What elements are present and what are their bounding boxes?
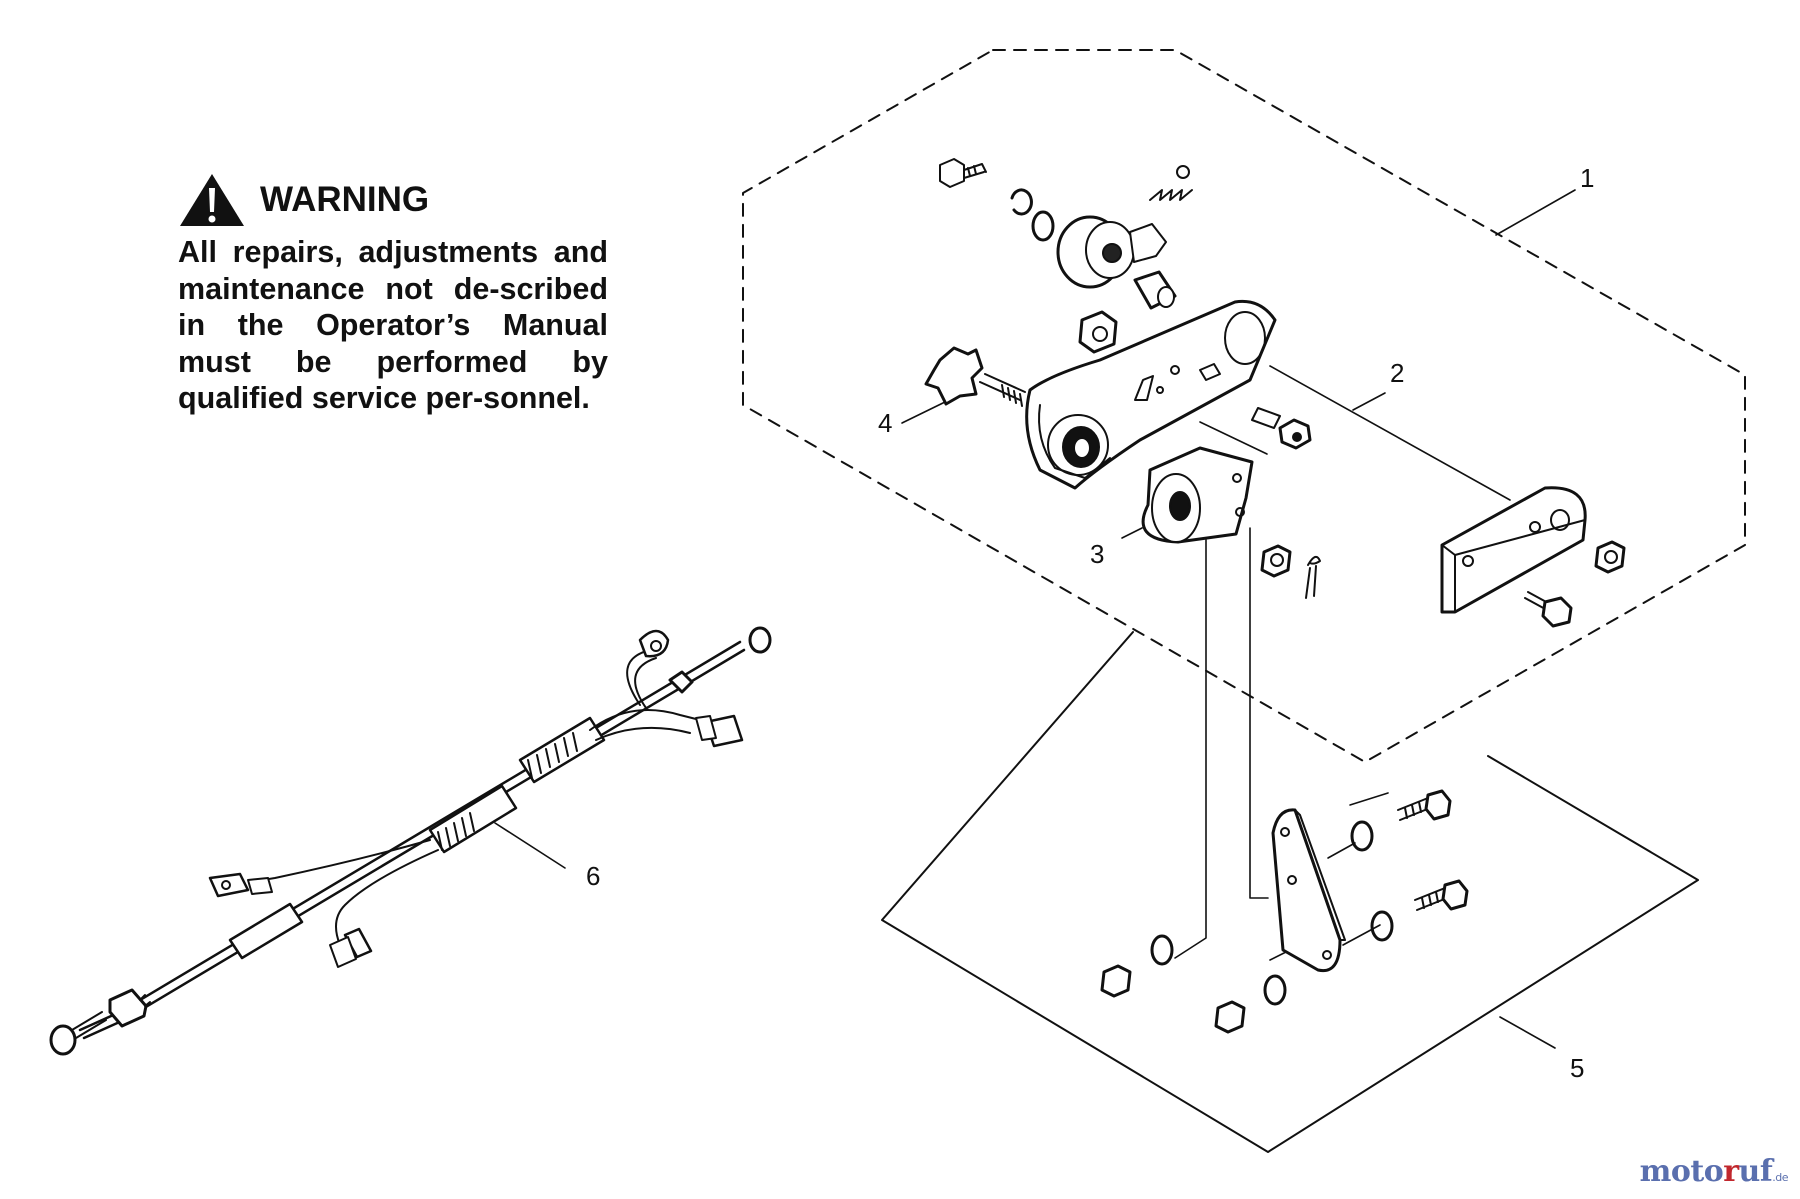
motoruf-watermark: motoruf.de [1639, 1154, 1789, 1189]
kit-boundary-dashed [742, 49, 1746, 763]
nut-top [1078, 310, 1118, 354]
warning-title: WARNING [260, 180, 430, 219]
bolt-top [939, 158, 987, 188]
leader-lines [494, 189, 1576, 1049]
callout-3: 3 [1090, 539, 1104, 569]
callout-6: 6 [586, 861, 600, 891]
screw-knob [1251, 407, 1312, 450]
washer-top [1031, 210, 1055, 242]
ball [1176, 165, 1190, 179]
nut-lower [1260, 544, 1292, 578]
nut-side [1594, 540, 1626, 574]
handle-bracket [1025, 299, 1277, 490]
cotter-pin [1305, 555, 1321, 599]
wiring-harness [49, 626, 772, 1056]
washers-5 [1150, 820, 1394, 1006]
star-knob [924, 346, 1026, 407]
warning-triangle-icon [180, 174, 244, 226]
pivot-bracket [1141, 446, 1254, 544]
nuts-5 [1100, 964, 1246, 1034]
warning-text: All repairs, adjustments and maintenance… [178, 235, 608, 415]
kit-plate-outline [881, 631, 1699, 1153]
knob-detent [1056, 215, 1167, 289]
bolt-side [1524, 591, 1573, 628]
callout-2: 2 [1390, 358, 1404, 388]
spring [1149, 189, 1193, 201]
side-plate [1440, 486, 1587, 614]
warning-block: WARNING All repairs, adjustments and mai… [178, 172, 608, 417]
callout-5: 5 [1570, 1053, 1584, 1083]
bolts-5 [1397, 789, 1469, 911]
callout-4: 4 [878, 408, 892, 438]
e-clip [1010, 188, 1033, 216]
warning-heading: WARNING [178, 172, 608, 228]
bushing [1133, 270, 1177, 310]
callout-1: 1 [1580, 163, 1594, 193]
mount-plate [1271, 808, 1346, 973]
